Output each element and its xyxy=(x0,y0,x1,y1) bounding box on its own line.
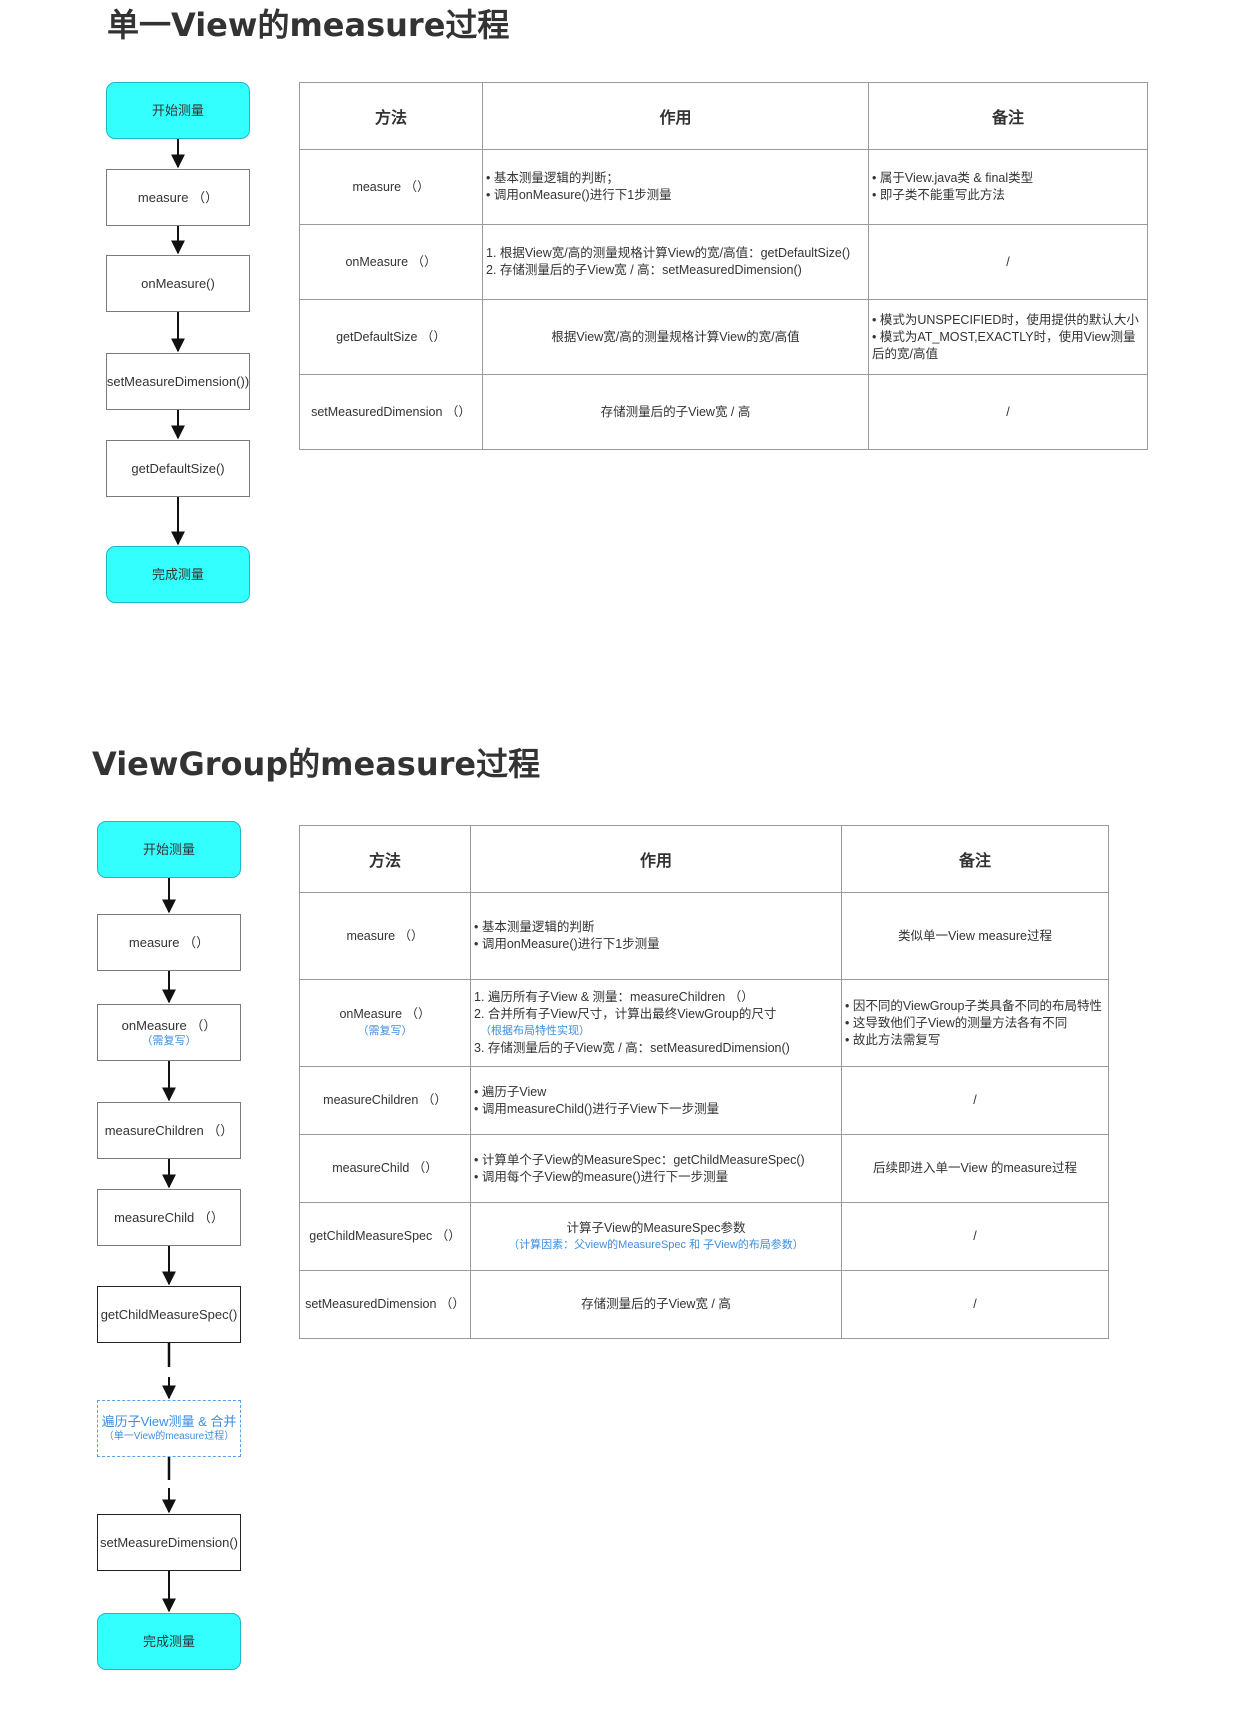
flow-node-measure: measure （） xyxy=(106,169,250,226)
method-cell: measureChildren （） xyxy=(299,1066,471,1135)
method-cell: onMeasure （） （需复写） xyxy=(299,979,471,1067)
header-note: 备注 xyxy=(841,825,1109,893)
purpose-cell: 1. 根据View宽/高的测量规格计算View的宽/高值：getDefaultS… xyxy=(482,224,869,300)
table-header-row: 方法 作用 备注 xyxy=(299,82,1148,150)
table-header-row: 方法 作用 备注 xyxy=(299,825,1109,893)
header-method: 方法 xyxy=(299,825,471,893)
table-row: onMeasure （） 1. 根据View宽/高的测量规格计算View的宽/高… xyxy=(299,224,1148,300)
flow-node-measure: measure （） xyxy=(97,914,241,971)
flow-node-onmeasure: onMeasure() xyxy=(106,255,250,312)
section1-title: 单一View的measure过程 xyxy=(107,6,510,44)
purpose-cell: 存储测量后的子View宽 / 高 xyxy=(470,1270,842,1339)
table-row: measure （） • 基本测量逻辑的判断 • 调用onMeasure()进行… xyxy=(299,892,1109,980)
method-cell: measure （） xyxy=(299,892,471,980)
flow-node-end: 完成测量 xyxy=(106,546,250,603)
purpose-cell: 计算子View的MeasureSpec参数 （计算因素：父view的Measur… xyxy=(470,1202,842,1271)
flow-node-set-measure-dimension: setMeasureDimension()) xyxy=(106,353,250,410)
note-cell: / xyxy=(841,1270,1109,1339)
note-cell: 后续即进入单一View 的measure过程 xyxy=(841,1134,1109,1203)
note-cell: / xyxy=(841,1066,1109,1135)
note-cell: • 模式为UNSPECIFIED时，使用提供的默认大小 • 模式为AT_MOST… xyxy=(868,299,1148,375)
section1-method-table: 方法 作用 备注 measure （） • 基本测量逻辑的判断； • 调用onM… xyxy=(299,82,1148,450)
purpose-cell: • 遍历子View • 调用measureChild()进行子View下一步测量 xyxy=(470,1066,842,1135)
flow-node-end: 完成测量 xyxy=(97,1613,241,1670)
note-cell: / xyxy=(868,374,1148,450)
method-cell: measure （） xyxy=(299,149,483,225)
method-cell: setMeasuredDimension （） xyxy=(299,1270,471,1339)
section2-title: ViewGroup的measure过程 xyxy=(92,745,541,783)
flow-node-onmeasure: onMeasure （） （需复写） xyxy=(97,1004,241,1061)
note-cell: 类似单一View measure过程 xyxy=(841,892,1109,980)
flow-node-start: 开始测量 xyxy=(106,82,250,139)
method-cell: getChildMeasureSpec （） xyxy=(299,1202,471,1271)
table-row: getChildMeasureSpec （） 计算子View的MeasureSp… xyxy=(299,1202,1109,1271)
purpose-cell: • 基本测量逻辑的判断； • 调用onMeasure()进行下1步测量 xyxy=(482,149,869,225)
flow-node-get-default-size: getDefaultSize() xyxy=(106,440,250,497)
purpose-cell: 1. 遍历所有子View & 测量：measureChildren （） 2. … xyxy=(470,979,842,1067)
flow-node-measure-child: measureChild （） xyxy=(97,1189,241,1246)
flow-node-start: 开始测量 xyxy=(97,821,241,878)
table-row: measureChildren （） • 遍历子View • 调用measure… xyxy=(299,1066,1109,1135)
note-cell: • 因不同的ViewGroup子类具备不同的布局特性 • 这导致他们子View的… xyxy=(841,979,1109,1067)
purpose-cell: • 计算单个子View的MeasureSpec：getChildMeasureS… xyxy=(470,1134,842,1203)
note-cell: / xyxy=(841,1202,1109,1271)
flow-node-get-child-measure-spec: getChildMeasureSpec() xyxy=(97,1286,241,1343)
header-purpose: 作用 xyxy=(470,825,842,893)
table-row: getDefaultSize （） 根据View宽/高的测量规格计算View的宽… xyxy=(299,299,1148,375)
header-note: 备注 xyxy=(868,82,1148,150)
table-row: setMeasuredDimension （） 存储测量后的子View宽 / 高… xyxy=(299,374,1148,450)
table-row: measure （） • 基本测量逻辑的判断； • 调用onMeasure()进… xyxy=(299,149,1148,225)
section2-method-table: 方法 作用 备注 measure （） • 基本测量逻辑的判断 • 调用onMe… xyxy=(299,825,1109,1339)
table-row: setMeasuredDimension （） 存储测量后的子View宽 / 高… xyxy=(299,1270,1109,1339)
flow-node-measure-children: measureChildren （） xyxy=(97,1102,241,1159)
flow-node-traverse-children: 遍历子View测量 & 合并 （单一View的measure过程） xyxy=(97,1400,241,1457)
method-cell: getDefaultSize （） xyxy=(299,299,483,375)
note-cell: • 属于View.java类 & final类型 • 即子类不能重写此方法 xyxy=(868,149,1148,225)
table-row: measureChild （） • 计算单个子View的MeasureSpec：… xyxy=(299,1134,1109,1203)
flow-node-set-measure-dimension: setMeasureDimension() xyxy=(97,1514,241,1571)
purpose-cell: 存储测量后的子View宽 / 高 xyxy=(482,374,869,450)
purpose-cell: • 基本测量逻辑的判断 • 调用onMeasure()进行下1步测量 xyxy=(470,892,842,980)
table-row: onMeasure （） （需复写） 1. 遍历所有子View & 测量：mea… xyxy=(299,979,1109,1067)
purpose-cell: 根据View宽/高的测量规格计算View的宽/高值 xyxy=(482,299,869,375)
method-cell: measureChild （） xyxy=(299,1134,471,1203)
